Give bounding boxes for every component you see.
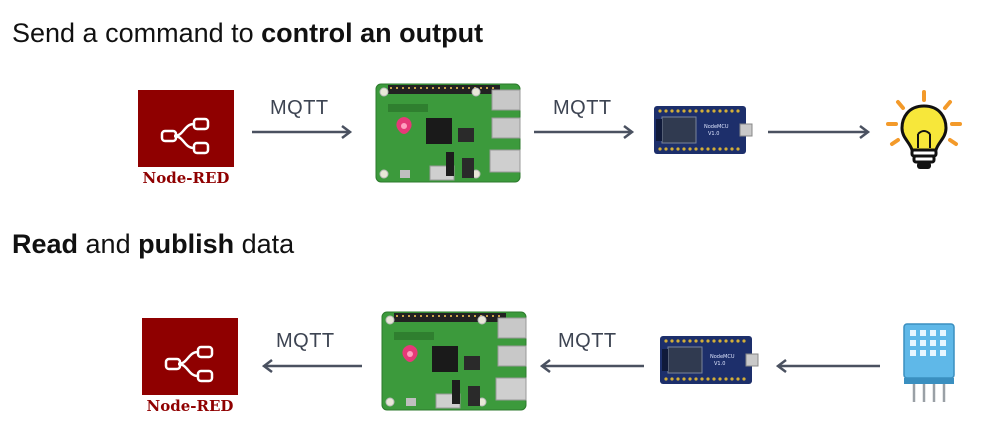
mqtt-label: MQTT	[553, 97, 612, 119]
mqtt-label: MQTT	[558, 330, 617, 352]
node-red-logo-top: Node-RED	[138, 90, 234, 188]
svg-text:NodeMCU: NodeMCU	[710, 354, 735, 360]
heading-text-data: data	[234, 229, 295, 259]
arrow-left-icon	[540, 359, 644, 373]
heading-bold-text: control an output	[261, 18, 484, 48]
svg-text:V1.0: V1.0	[714, 361, 725, 367]
arrow-right-icon	[252, 125, 353, 139]
heading-bold-read: Read	[12, 229, 79, 259]
arrow-left-icon	[776, 359, 880, 373]
nodemcu-board: NodeMCU V1.0	[660, 336, 759, 384]
node-red-flow-icon	[164, 345, 214, 383]
raspberry-pi-board	[375, 83, 521, 183]
arrow-right-icon	[534, 125, 635, 139]
svg-text:V1.0: V1.0	[708, 131, 719, 137]
node-red-logo-bottom: Node-RED	[142, 318, 238, 416]
mqtt-label: MQTT	[276, 330, 335, 352]
section-heading-read-publish: Read and publish data	[12, 228, 294, 260]
mqtt-label: MQTT	[270, 97, 329, 119]
arrow-left-icon	[262, 359, 362, 373]
node-red-label: Node-RED	[142, 395, 238, 416]
svg-text:NodeMCU: NodeMCU	[704, 124, 729, 130]
heading-text-and: and	[78, 229, 139, 259]
nodemcu-board: NodeMCU V1.0	[654, 106, 753, 154]
heading-bold-publish: publish	[138, 229, 235, 259]
node-red-label: Node-RED	[138, 167, 234, 188]
dht-sensor-icon	[903, 323, 955, 402]
heading-text: Send a command to	[12, 18, 262, 48]
section-heading-control-output: Send a command to control an output	[12, 17, 483, 49]
node-red-flow-icon	[160, 117, 210, 155]
raspberry-pi-board	[381, 311, 527, 411]
light-bulb-icon	[886, 90, 962, 169]
arrow-right-icon	[768, 125, 871, 139]
